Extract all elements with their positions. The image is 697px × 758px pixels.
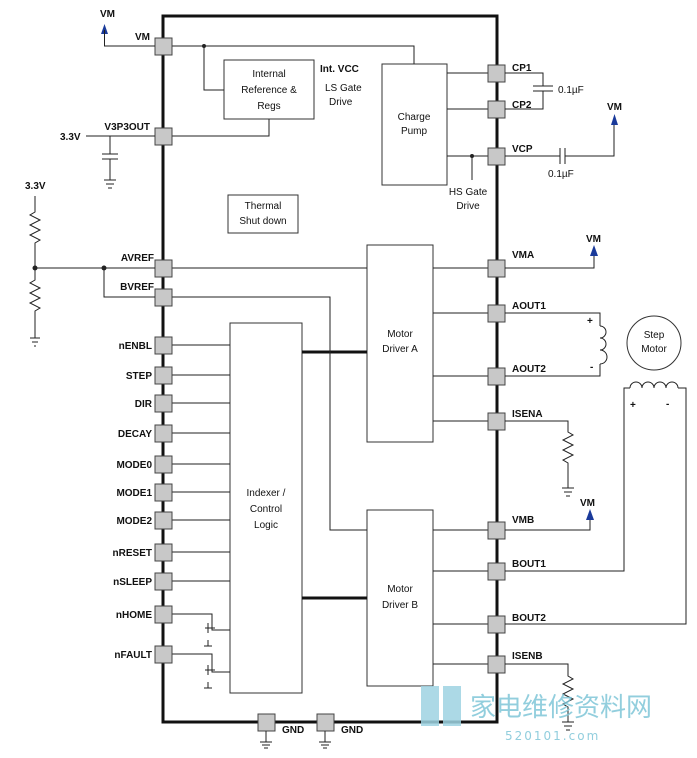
left-pins: VM V3P3OUT AVREF BVREF nENBL STEP DIR DE… bbox=[104, 32, 173, 664]
indexer-line2: Control bbox=[250, 504, 282, 515]
cap-cp-label: 0.1µF bbox=[558, 85, 584, 96]
external-left: VM 3.3V 3.3V bbox=[25, 9, 155, 347]
cap-vcp-label: 0.1µF bbox=[548, 169, 574, 180]
step-motor-line2: Motor bbox=[641, 344, 667, 355]
pin-gnd-2: GND bbox=[341, 725, 363, 736]
watermark-url: 520101.com bbox=[505, 729, 600, 743]
pin-bout1: BOUT1 bbox=[512, 559, 546, 570]
pin-cp2: CP2 bbox=[512, 100, 532, 111]
watermark-book-icon bbox=[421, 686, 461, 726]
pin-nhome: nHOME bbox=[116, 610, 152, 621]
charge-pump-line2: Pump bbox=[401, 126, 428, 137]
pin-cp1: CP1 bbox=[512, 63, 532, 74]
pin-gnd-1: GND bbox=[282, 725, 304, 736]
pin-aout2: AOUT2 bbox=[512, 364, 546, 375]
pin-vm: VM bbox=[135, 32, 150, 43]
charge-pump-block: Charge Pump bbox=[381, 63, 448, 186]
int-vcc-label: Int. VCC bbox=[320, 64, 359, 75]
pin-bout2: BOUT2 bbox=[512, 613, 546, 624]
gnd-pins: GND GND bbox=[257, 713, 363, 749]
vm-top-label: VM bbox=[100, 9, 115, 20]
ls-gate-line2: Drive bbox=[329, 97, 353, 108]
internal-reference-block: Internal Reference & Regs bbox=[223, 59, 315, 120]
pin-bvref: BVREF bbox=[120, 282, 154, 293]
indexer-control-block: Indexer / Control Logic bbox=[229, 322, 303, 694]
internal-ref-line3: Regs bbox=[257, 101, 280, 112]
motor-a-line1: Motor bbox=[387, 329, 413, 340]
v33-divider-label: 3.3V bbox=[25, 181, 46, 192]
thermal-shutdown-block: Thermal Shut down bbox=[227, 194, 299, 234]
internal-ref-line2: Reference & bbox=[241, 85, 297, 96]
coil-b-plus: + bbox=[630, 400, 636, 411]
watermark-text: 家电维修资料网 bbox=[470, 693, 652, 723]
step-motor-line1: Step bbox=[644, 330, 665, 341]
internal-ref-line1: Internal bbox=[252, 69, 285, 80]
pin-vmb: VMB bbox=[512, 515, 534, 526]
pin-nreset: nRESET bbox=[113, 548, 152, 559]
pin-step: STEP bbox=[126, 371, 152, 382]
pin-nenbl: nENBL bbox=[119, 341, 152, 352]
pin-mode1: MODE1 bbox=[116, 488, 152, 499]
pin-v3p3out: V3P3OUT bbox=[104, 122, 150, 133]
v33-out-label: 3.3V bbox=[60, 132, 81, 143]
thermal-line1: Thermal bbox=[245, 201, 282, 212]
motor-driver-a-block: Motor Driver A bbox=[366, 244, 434, 443]
thermal-line2: Shut down bbox=[239, 216, 286, 227]
coil-b-minus: - bbox=[666, 399, 669, 410]
vm-vma-label: VM bbox=[586, 234, 601, 245]
step-motor-symbol bbox=[626, 315, 682, 371]
pin-isenb: ISENB bbox=[512, 651, 543, 662]
pin-nsleep: nSLEEP bbox=[113, 577, 152, 588]
motor-driver-b-block: Motor Driver B bbox=[366, 509, 434, 687]
pin-nfault: nFAULT bbox=[114, 650, 152, 661]
vm-vmb-label: VM bbox=[580, 498, 595, 509]
motor-a-line2: Driver A bbox=[382, 344, 418, 355]
indexer-line3: Logic bbox=[254, 520, 278, 531]
indexer-line1: Indexer / bbox=[247, 488, 286, 499]
motor-b-line1: Motor bbox=[387, 584, 413, 595]
pin-avref: AVREF bbox=[121, 253, 154, 264]
vm-vcp-label: VM bbox=[607, 102, 622, 113]
coil-a-plus: + bbox=[587, 316, 593, 327]
charge-pump-line1: Charge bbox=[398, 112, 431, 123]
pin-aout1: AOUT1 bbox=[512, 301, 546, 312]
pin-decay: DECAY bbox=[118, 429, 152, 440]
external-right: 0.1µF VM 0.1µF VM + - Step Motor + - VM bbox=[505, 72, 687, 731]
pin-vma: VMA bbox=[512, 250, 534, 261]
hs-gate-line2: Drive bbox=[456, 201, 480, 212]
internal-wiring bbox=[172, 44, 488, 689]
coil-a-minus: - bbox=[590, 362, 593, 373]
pin-isena: ISENA bbox=[512, 409, 543, 420]
pin-mode0: MODE0 bbox=[116, 460, 152, 471]
motor-b-line2: Driver B bbox=[382, 600, 418, 611]
pin-mode2: MODE2 bbox=[116, 516, 152, 527]
ls-gate-line1: LS Gate bbox=[325, 83, 362, 94]
watermark: 家电维修资料网 520101.com bbox=[421, 686, 652, 743]
pin-vcp: VCP bbox=[512, 144, 533, 155]
hs-gate-line1: HS Gate bbox=[449, 187, 488, 198]
pin-dir: DIR bbox=[135, 399, 153, 410]
